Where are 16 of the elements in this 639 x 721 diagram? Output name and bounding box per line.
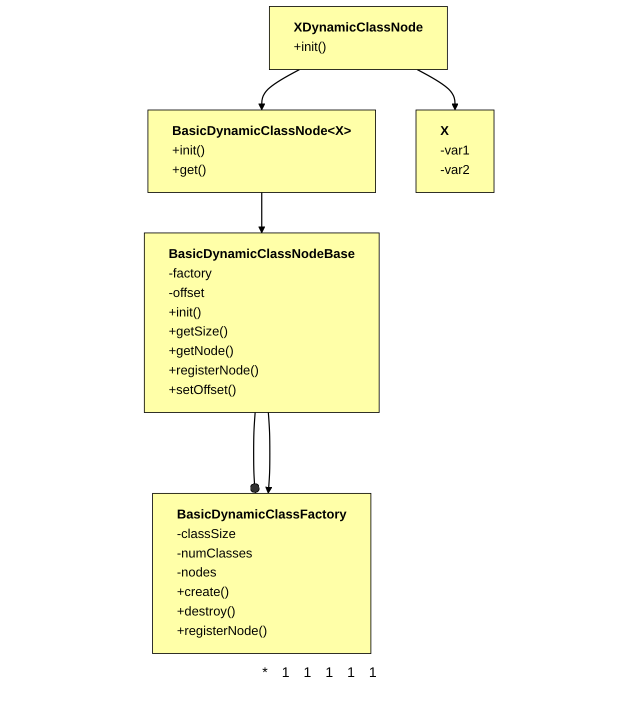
multiplicity-label: 1 [347,664,355,680]
multiplicity-label: 1 [304,664,312,680]
node-box: BasicDynamicClassFactory -classSize -numClasses -nodes +create() +destroy() +registerNode() [152,492,372,654]
node-box: XDynamicClassNode +init() [269,6,448,70]
arrow [258,192,266,234]
arrow [266,412,273,494]
multiplicity-label: 1 [282,664,290,680]
multiplicity-label: * [262,664,268,680]
node-box: BasicDynamicClassNodeBase -factory -offset +init() +getSize() +getNode() +registerNode() +setOffset() [144,232,380,413]
node-box: X -var1 -var2 [416,110,495,193]
multiplicity-label: 1 [325,664,334,680]
multiplicity-label: 1 [368,664,377,680]
arrow [417,69,459,110]
node-box: BasicDynamicClassNode<X> +init() +get() [148,110,376,193]
arrow [258,69,300,110]
connector [250,412,260,494]
